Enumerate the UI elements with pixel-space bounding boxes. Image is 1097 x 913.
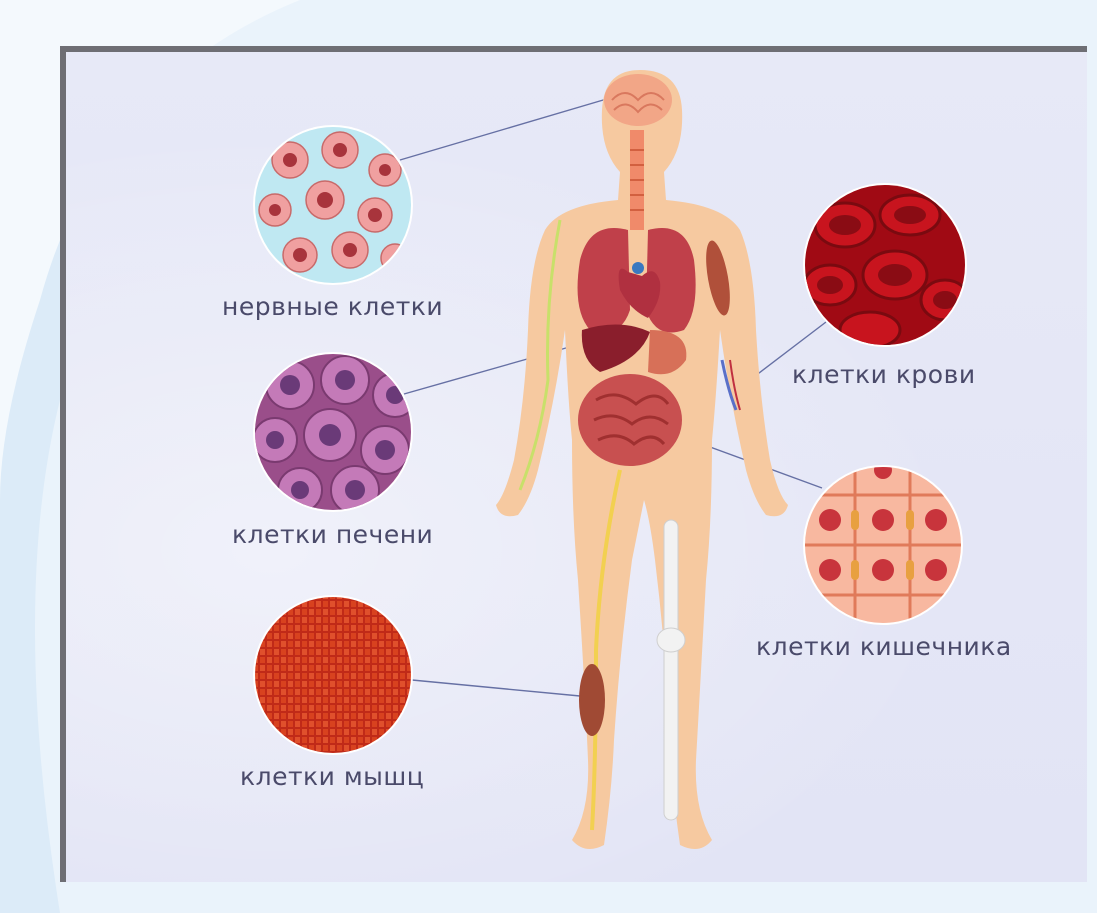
nerve-cells-icon <box>253 125 413 285</box>
liver-cells-icon <box>253 352 417 514</box>
blood-cells-icon <box>803 183 969 348</box>
human-body-figure <box>496 70 788 849</box>
label-intestine-cells: клетки кишечника <box>756 632 1012 661</box>
intestine-cells-icon <box>803 461 963 625</box>
label-nerve-cells: нервные клетки <box>222 292 443 321</box>
calf-muscle-icon <box>579 664 605 736</box>
intestine-icon <box>578 374 682 466</box>
label-muscle-cells: клетки мышц <box>240 762 424 791</box>
muscle-cells-icon <box>253 595 413 755</box>
label-liver-cells: клетки печени <box>232 520 433 549</box>
leg-bone-icon <box>664 520 678 820</box>
connector-nerve <box>400 98 610 160</box>
connector-muscle <box>412 680 580 696</box>
label-blood-cells: клетки крови <box>792 360 976 389</box>
